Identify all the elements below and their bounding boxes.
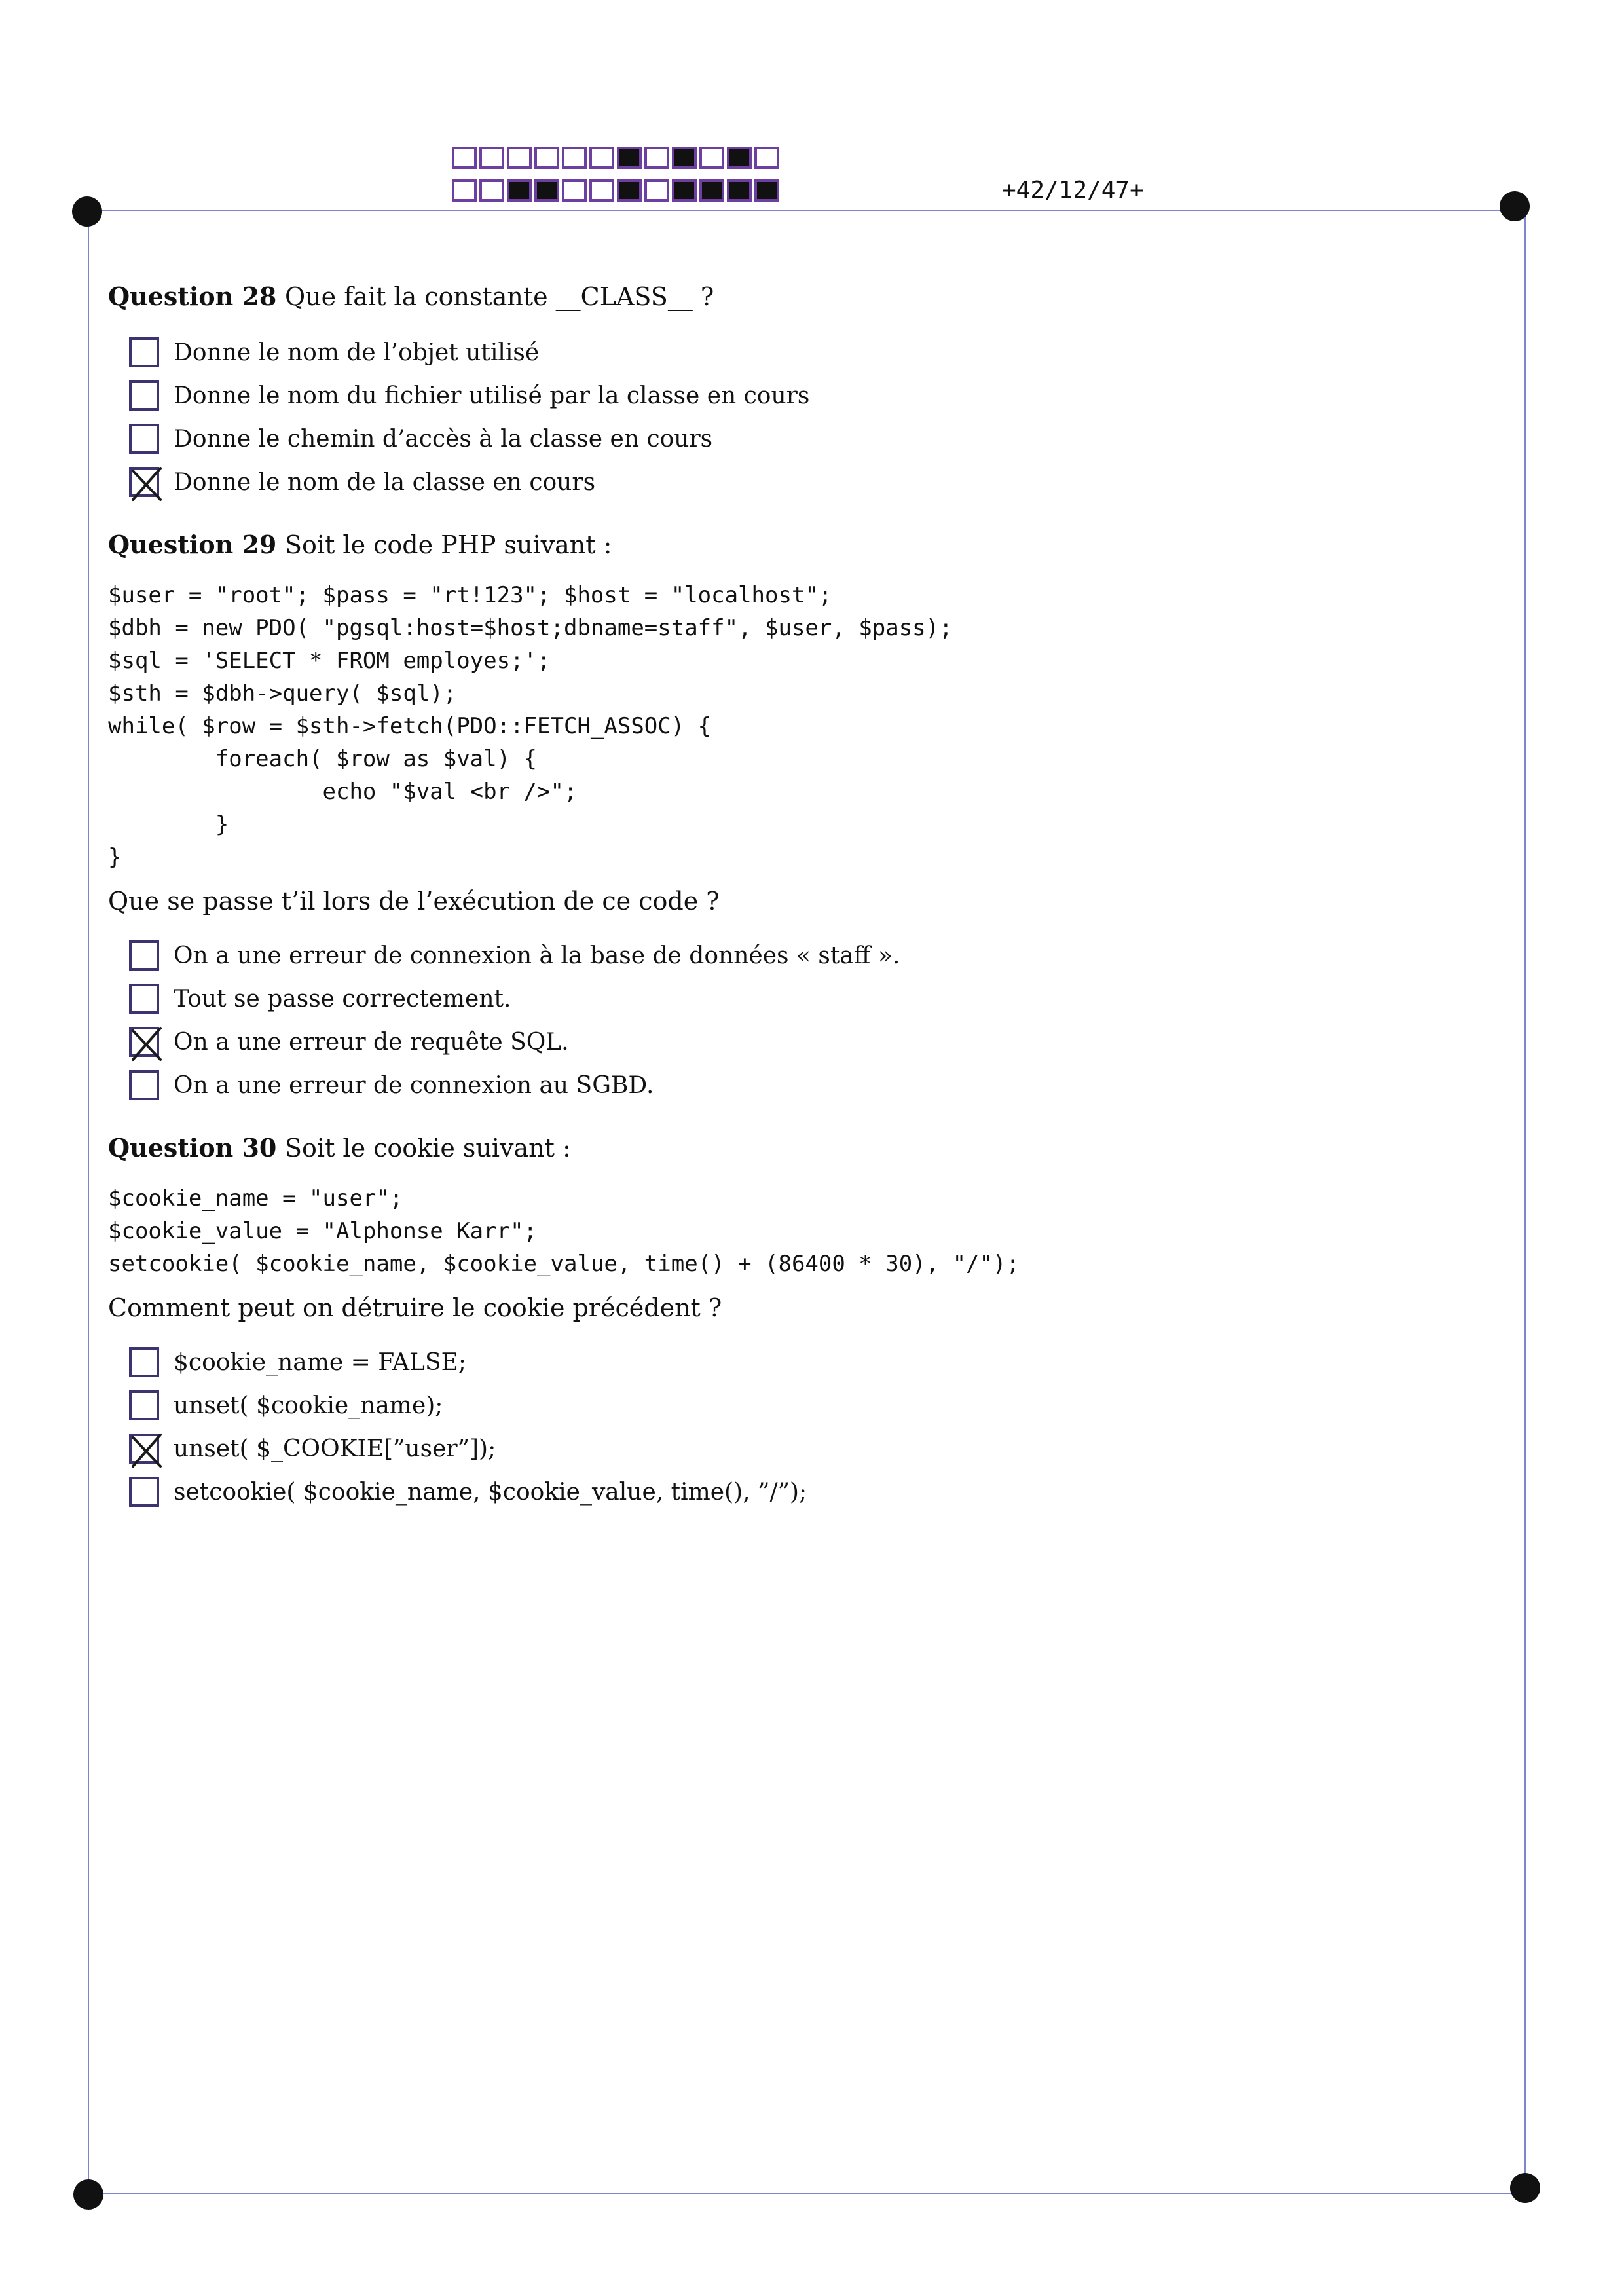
question-29: Question 29 Soit le code PHP suivant : $… <box>108 530 1496 1107</box>
barcode-cell <box>589 147 614 169</box>
barcode-cell <box>727 179 752 202</box>
question-header: Question 29 Soit le code PHP suivant : <box>108 530 1496 559</box>
question-text: Que fait la constante __CLASS__ ? <box>285 282 714 311</box>
barcode-cell <box>754 179 779 202</box>
answer-text: Donne le nom du fichier utilisé par la c… <box>174 382 810 409</box>
answer-text: Tout se passe correctement. <box>174 985 511 1012</box>
answer-option[interactable]: Donne le nom du fichier utilisé par la c… <box>129 374 1496 417</box>
answer-option[interactable]: $cookie_name = FALSE; <box>129 1341 1496 1384</box>
answer-option[interactable]: Donne le nom de la classe en cours <box>129 460 1496 504</box>
checkbox[interactable] <box>129 1477 159 1507</box>
checkbox[interactable] <box>129 337 159 367</box>
barcode-cell <box>452 179 477 202</box>
answer-option[interactable]: On a une erreur de requête SQL. <box>129 1020 1496 1064</box>
barcode-cell <box>589 179 614 202</box>
barcode-cell <box>644 147 669 169</box>
answer-list: $cookie_name = FALSE; unset( $cookie_nam… <box>129 1341 1496 1513</box>
checkbox[interactable] <box>129 424 159 454</box>
barcode-cell <box>644 179 669 202</box>
answer-text: On a une erreur de connexion à la base d… <box>174 942 900 969</box>
corner-marker-top-left <box>72 196 102 227</box>
answer-text: On a une erreur de connexion au SGBD. <box>174 1071 654 1099</box>
checkbox[interactable] <box>129 1390 159 1420</box>
question-header: Question 28 Que fait la constante __CLAS… <box>108 282 1496 311</box>
barcode-cell <box>479 179 504 202</box>
answer-option[interactable]: unset( $cookie_name); <box>129 1384 1496 1427</box>
answer-text: unset( $_COOKIE[”user”]); <box>174 1435 496 1462</box>
question-text: Soit le cookie suivant : <box>285 1134 571 1162</box>
question-prompt: Comment peut on détruire le cookie précé… <box>108 1293 722 1322</box>
answer-text: On a une erreur de requête SQL. <box>174 1028 569 1056</box>
barcode-cell <box>672 179 697 202</box>
barcode-cell <box>507 179 532 202</box>
answer-option[interactable]: unset( $_COOKIE[”user”]); <box>129 1427 1496 1470</box>
barcode-cell <box>534 179 559 202</box>
page-frame <box>88 210 1526 2194</box>
barcode-cell <box>534 147 559 169</box>
answer-option[interactable]: Tout se passe correctement. <box>129 977 1496 1020</box>
question-number: Question 28 <box>108 282 277 311</box>
barcode-cell <box>507 147 532 169</box>
answer-option[interactable]: On a une erreur de connexion à la base d… <box>129 934 1496 977</box>
question-28: Question 28 Que fait la constante __CLAS… <box>108 282 1496 504</box>
question-prompt: Que se passe t’il lors de l’exécution de… <box>108 887 720 916</box>
barcode-cell <box>727 147 752 169</box>
barcode-cell <box>617 147 642 169</box>
question-text: Soit le code PHP suivant : <box>285 530 612 559</box>
code-block: $user = "root"; $pass = "rt!123"; $host … <box>108 582 953 870</box>
answer-list: On a une erreur de connexion à la base d… <box>129 934 1496 1107</box>
corner-marker-top-right <box>1500 191 1530 221</box>
answer-list: Donne le nom de l’objet utilisé Donne le… <box>129 331 1496 504</box>
barcode-cell <box>699 147 724 169</box>
checkbox[interactable] <box>129 1070 159 1100</box>
answer-text: unset( $cookie_name); <box>174 1392 443 1419</box>
checkbox[interactable] <box>129 467 162 501</box>
barcode-cell <box>754 147 779 169</box>
answer-text: Donne le nom de l’objet utilisé <box>174 339 540 366</box>
checkbox[interactable] <box>129 984 159 1014</box>
answer-option[interactable]: On a une erreur de connexion au SGBD. <box>129 1064 1496 1107</box>
question-number: Question 29 <box>108 530 277 559</box>
check-mark-icon <box>132 467 162 501</box>
barcode-cell <box>562 147 587 169</box>
answer-option[interactable]: Donne le chemin d’accès à la classe en c… <box>129 417 1496 460</box>
barcode-cell <box>617 179 642 202</box>
answer-text: setcookie( $cookie_name, $cookie_value, … <box>174 1478 807 1506</box>
question-header: Question 30 Soit le cookie suivant : <box>108 1133 1496 1162</box>
code-block: $cookie_name = "user"; $cookie_value = "… <box>108 1185 1020 1277</box>
page-code: +42/12/47+ <box>1002 177 1144 204</box>
checkbox[interactable] <box>129 1027 162 1061</box>
barcode-cell <box>452 147 477 169</box>
question-list: Question 28 Que fait la constante __CLAS… <box>108 282 1496 1540</box>
answer-text: Donne le chemin d’accès à la classe en c… <box>174 425 713 453</box>
barcode-bottom <box>452 179 779 202</box>
corner-marker-bottom-left <box>73 2179 103 2210</box>
checkbox[interactable] <box>129 380 159 411</box>
barcode-cell <box>479 147 504 169</box>
question-number: Question 30 <box>108 1133 277 1162</box>
answer-option[interactable]: Donne le nom de l’objet utilisé <box>129 331 1496 374</box>
answer-text: Donne le nom de la classe en cours <box>174 468 596 496</box>
check-mark-icon <box>132 1434 162 1468</box>
answer-option[interactable]: setcookie( $cookie_name, $cookie_value, … <box>129 1470 1496 1513</box>
check-mark-icon <box>132 1027 162 1061</box>
barcode-cell <box>699 179 724 202</box>
answer-text: $cookie_name = FALSE; <box>174 1348 467 1376</box>
checkbox[interactable] <box>129 1347 159 1377</box>
barcode-cell <box>562 179 587 202</box>
barcode-cell <box>672 147 697 169</box>
corner-marker-bottom-right <box>1510 2173 1540 2203</box>
checkbox[interactable] <box>129 1434 162 1468</box>
question-30: Question 30 Soit le cookie suivant : $co… <box>108 1133 1496 1513</box>
checkbox[interactable] <box>129 940 159 971</box>
barcode-top <box>452 147 779 169</box>
